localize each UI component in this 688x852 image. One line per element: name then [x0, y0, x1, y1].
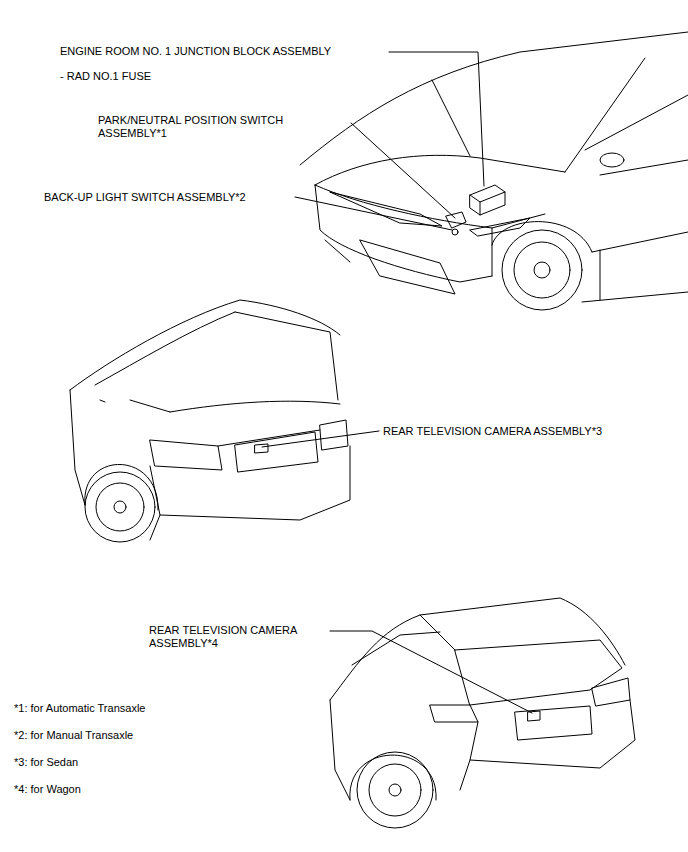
sedan-car-part — [150, 446, 350, 520]
wagon-car-part — [389, 784, 401, 796]
sedan-car-part — [255, 444, 268, 453]
front-car-part — [315, 185, 492, 282]
front-car-part — [315, 155, 565, 185]
wagon-car-part — [455, 640, 622, 705]
sedan-car-part — [85, 464, 158, 510]
front-car-part — [470, 185, 505, 215]
sedan-car-part — [320, 420, 348, 450]
part-label: ENGINE ROOM NO. 1 JUNCTION BLOCK ASSEMBL… — [60, 45, 331, 58]
wagon-car-part — [369, 764, 421, 816]
sedan-car-part — [95, 312, 235, 385]
sedan-car-part — [150, 515, 160, 540]
wagon-car-part — [357, 752, 433, 828]
front-car-part — [585, 95, 688, 150]
leader-lines-part — [295, 197, 452, 230]
leader-lines — [262, 52, 532, 713]
sedan-car-part — [70, 300, 340, 390]
footnote: *1: for Automatic Transaxle — [14, 702, 145, 715]
wagon-car — [330, 598, 635, 828]
footnote: *2: for Manual Transaxle — [14, 729, 133, 742]
sedan-car-part — [114, 501, 126, 513]
part-label: BACK-UP LIGHT SWITCH ASSEMBLY*2 — [44, 191, 246, 204]
front-car-part — [514, 242, 570, 298]
sedan-car-part — [218, 430, 320, 446]
part-label: - RAD NO.1 FUSE — [60, 70, 151, 83]
wagon-car-part — [430, 705, 478, 722]
front-car-part — [325, 240, 350, 262]
front-car-part — [600, 160, 688, 175]
front-car-part — [582, 292, 688, 302]
front-car-part — [492, 228, 493, 276]
wagon-car-part — [515, 706, 592, 740]
wagon-car-part — [330, 700, 350, 800]
front-car-part — [534, 262, 550, 278]
sedan-car-part — [96, 483, 144, 531]
front-car-part — [592, 232, 688, 252]
front-car-part — [492, 221, 592, 252]
front-car-part — [502, 230, 582, 310]
front-car — [300, 32, 688, 310]
wagon-car-part — [350, 755, 436, 800]
front-car-part — [360, 240, 455, 294]
sedan-car-part — [235, 312, 338, 400]
wagon-car-part — [528, 711, 540, 721]
sedan-car-part — [235, 432, 318, 472]
sedan-car-part — [70, 390, 85, 505]
front-car-part — [600, 153, 624, 167]
front-car-part — [452, 229, 458, 235]
front-car-part — [446, 212, 466, 228]
sedan-car — [70, 300, 350, 542]
footnote: *3: for Sedan — [14, 756, 78, 769]
front-car-part — [565, 58, 645, 172]
leader-lines-part — [262, 431, 379, 447]
sedan-car-part — [100, 400, 105, 402]
leader-lines-part — [351, 123, 455, 218]
part-label: PARK/NEUTRAL POSITION SWITCH ASSEMBLY*1 — [98, 114, 313, 140]
front-car-part — [432, 80, 470, 156]
sedan-car-part — [85, 472, 155, 542]
footnote: *4: for Wagon — [14, 783, 81, 796]
leader-lines-part — [330, 631, 532, 713]
wagon-car-part — [470, 700, 635, 768]
part-label: REAR TELEVISION CAMERA ASSEMBLY*4 — [149, 624, 324, 650]
wagon-car-part — [592, 678, 630, 706]
front-car-part — [470, 192, 505, 215]
sedan-car-part — [130, 400, 170, 412]
sedan-car-part — [150, 440, 222, 470]
sedan-car-part — [170, 401, 340, 412]
front-car-part — [600, 250, 601, 300]
front-car-part — [300, 32, 688, 165]
front-car-part — [330, 192, 442, 226]
part-label: REAR TELEVISION CAMERA ASSEMBLY*3 — [383, 425, 602, 438]
leader-lines-part — [389, 52, 484, 186]
wagon-car-part — [460, 760, 470, 790]
wagon-car-part — [352, 632, 440, 665]
